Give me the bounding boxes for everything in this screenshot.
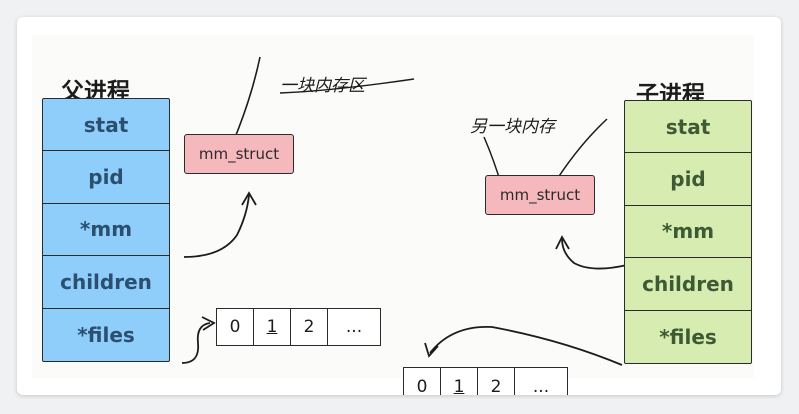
child-fd-table: 0 1 2 ... [403, 367, 568, 395]
parent-files-arrow [181, 322, 211, 364]
child-files-arrow [429, 326, 623, 366]
parent-field-pid: pid [43, 151, 169, 204]
child-mm-arrow [561, 238, 628, 270]
child-memory-annotation: 另一块内存 [470, 117, 555, 137]
parent-process-struct: stat pid *mm children *files [42, 98, 170, 362]
parent-fd-2: 2 [291, 309, 328, 345]
child-field-files: *files [659, 324, 717, 349]
parent-memory-line [235, 56, 261, 136]
diagram-card: 父进程 子进程 stat pid *mm children *files sta… [17, 17, 781, 395]
child-fd-0: 0 [404, 368, 441, 395]
parent-mm-arrow [183, 194, 250, 258]
parent-fd-table: 0 1 2 ... [216, 308, 381, 346]
child-field-pid: pid [625, 153, 751, 206]
parent-memory-annotation: 一块内存区 [280, 76, 365, 96]
parent-files-arrowhead [201, 316, 216, 331]
child-fd-2: 2 [478, 368, 515, 395]
parent-fd-more: ... [345, 317, 363, 337]
child-mm-struct: mm_struct [485, 175, 595, 215]
child-mm-arrowhead [555, 235, 570, 250]
parent-field-mm: *mm [43, 204, 169, 257]
child-fd-1: 1 [441, 368, 478, 395]
parent-field-children: children [43, 256, 169, 309]
parent-mm-struct: mm_struct [184, 134, 294, 174]
parent-field-stat: stat [43, 99, 169, 152]
child-field-children: children [625, 258, 751, 311]
diagram-canvas: 父进程 子进程 stat pid *mm children *files sta… [32, 35, 754, 395]
child-field-stat: stat [625, 101, 751, 154]
child-fd-more: ... [532, 377, 550, 395]
connector-layer [181, 56, 628, 366]
parent-mm-arrowhead [241, 191, 257, 206]
child-field-mm: *mm [625, 206, 751, 259]
child-process-struct: stat pid *mm children *files [624, 100, 752, 364]
parent-field-files: *files [77, 322, 135, 347]
parent-memory-underline [279, 78, 415, 94]
parent-fd-1: 1 [254, 309, 291, 345]
parent-fd-0: 0 [217, 309, 254, 345]
child-files-arrowhead [424, 342, 439, 358]
